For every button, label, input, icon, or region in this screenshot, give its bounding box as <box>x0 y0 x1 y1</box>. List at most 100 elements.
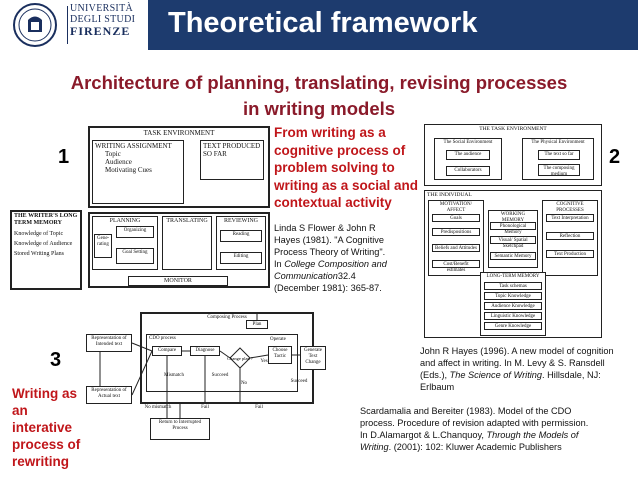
no-label: No <box>240 381 248 386</box>
reading-box: Reading <box>220 230 262 242</box>
physical-environment-box: The Physical Environment <box>522 138 594 180</box>
audience-knowledge-box: Audience Knowledge <box>484 302 542 310</box>
text-produced-label: TEXT PRODUCED SO FAR <box>203 142 261 158</box>
planning-label: PLANNING <box>109 218 141 224</box>
label-line: an <box>12 403 28 418</box>
citation-text: . (2001): 102: Kluwer Academic Publisher… <box>388 442 562 452</box>
citation-line: Writing. (2001): 102: Kluwer Academic Pu… <box>360 441 610 453</box>
citation-flower-hayes: Linda S Flower & John R Hayes (1981). "A… <box>274 222 394 294</box>
ltm-label: THE WRITER'S LONG TERM MEMORY <box>14 213 78 226</box>
rewriting-label: Writing as an interative process of rewr… <box>12 385 92 470</box>
change-plan-diamond <box>229 347 251 369</box>
task-environment-box: TASK ENVIRONMENT <box>88 126 270 208</box>
subtitle-line-2: in writing models <box>242 98 396 119</box>
individual-label: THE INDIVIDUAL <box>427 192 472 198</box>
organizing-box: Organizing <box>116 226 154 238</box>
linguistic-knowledge-box: Linguistic Knowledge <box>484 312 542 320</box>
quote-line: writing as a social and <box>274 177 419 193</box>
social-environment-box: The Social Environment <box>434 138 502 180</box>
citation-book: The Science of Writing <box>449 370 543 380</box>
reviewing-box: REVIEWING <box>216 216 266 270</box>
long-term-memory-box: THE WRITER'S LONG TERM MEMORY Knowledge … <box>10 210 82 290</box>
citation-line: Erlbaum <box>420 382 455 392</box>
university-line-3: FIRENZE <box>70 24 131 38</box>
individual-box: THE INDIVIDUAL <box>424 190 602 338</box>
slide-title: Theoretical framework <box>168 7 478 39</box>
reviewing-label: REVIEWING <box>224 218 258 224</box>
operate-label: Operate <box>268 336 296 344</box>
yes-label: Yes <box>260 359 268 364</box>
quote-line: problem solving to <box>274 160 395 175</box>
ltm-label: LONG-TERM MEMORY <box>486 274 540 279</box>
cognitive-label: COGNITIVE PROCESSES <box>556 202 584 213</box>
composing-medium-box: The composing medium <box>538 164 580 177</box>
goals-box: Goals <box>432 214 480 222</box>
ltm-item: Stored Writing Plans <box>14 251 64 257</box>
editing-box: Editing <box>220 252 262 264</box>
text-produced-box: TEXT PRODUCED SO FAR <box>200 140 264 180</box>
slide-subtitle: Architecture of planning, translating, r… <box>0 70 638 122</box>
citation-line: In College Composition and <box>274 258 394 270</box>
citation-text: In D.Alamargot & L.Chanquoy, <box>360 430 487 440</box>
compare-box: Compare <box>152 346 182 356</box>
phonological-memory-box: Phonological Memory <box>490 222 536 235</box>
no-mismatch-label: No mismatch <box>144 405 172 410</box>
intended-text-box: Representation of Intended text <box>86 334 132 352</box>
quote-line: cognitive process of <box>274 142 406 158</box>
university-name: UNIVERSITÀ DEGLI STUDI FIRENZE <box>70 3 142 38</box>
generating-box: Gene-rating <box>94 234 112 258</box>
assignment-item: Topic <box>105 150 121 158</box>
writing-processes-box <box>88 212 270 288</box>
citation-journal: College Composition and <box>284 259 387 269</box>
monitor-box: MONITOR <box>128 276 228 286</box>
actual-text-box: Representation of Actual text <box>86 386 132 404</box>
return-box: Return to Interrupted Process <box>150 418 210 440</box>
plan-box: Plan <box>246 320 268 329</box>
task-schemas-box: Task schemas <box>484 282 542 290</box>
composing-process-label: Composing Process <box>207 315 247 320</box>
semantic-memory-box: Semantic Memory <box>490 252 536 260</box>
title-bar <box>148 0 638 50</box>
quote-line: From writing as a <box>274 125 386 140</box>
citation-line: (December 1981): 365-87. <box>274 283 382 293</box>
writing-assignment-label: WRITING ASSIGNMENT <box>95 142 172 150</box>
citation-line: Scardamalia and Bereiter (1983). Model o… <box>360 406 572 416</box>
fail-label-2: Fail <box>255 405 263 410</box>
quote-line: contextual activity <box>274 195 392 210</box>
framework-quote: From writing as a cognitive process of p… <box>274 124 426 212</box>
citation-line: Process Theory of Writing". <box>274 247 386 257</box>
citation-line: Linda S Flower & John R <box>274 223 376 233</box>
assignment-item: Audience <box>105 158 132 166</box>
succeed-label-2: Succeed <box>290 379 308 384</box>
ltm-item: Knowledge of Audience <box>14 241 73 247</box>
composing-process-box: Composing Process <box>140 312 314 404</box>
generate-text-change-box: Generate Text Change <box>300 346 326 370</box>
fail-label: Fail <box>201 405 209 410</box>
diagnose-box: Diagnose <box>190 346 220 356</box>
university-line-2: DEGLI STUDI <box>70 13 136 25</box>
citation-hayes-1996: John R Hayes (1996). A new model of cogn… <box>420 345 632 393</box>
label-line: process of <box>12 437 81 452</box>
citation-book: Through the Models of <box>486 430 579 440</box>
writing-assignment-box: WRITING ASSIGNMENT Topic Audience Motiva… <box>92 140 184 204</box>
citation-text: . Hillsdale, NJ: <box>542 370 601 380</box>
task-environment-label: TASK ENVIRONMENT <box>143 129 215 137</box>
citation-line: and affect in writing. In M. Levy & S. R… <box>420 358 605 368</box>
citation-scardamalia-bereiter: Scardamalia and Bereiter (1983). Model o… <box>360 405 610 453</box>
citation-text: 32.4 <box>337 271 356 281</box>
label-line: interative <box>12 420 73 435</box>
citation-journal: Communication <box>274 271 338 281</box>
social-env-label: The Social Environment <box>443 140 493 145</box>
ltm-item: Knowledge of Topic <box>14 231 64 237</box>
goal-setting-box: Goal Setting <box>116 248 154 264</box>
cdo-process-box: CDO process <box>146 334 298 392</box>
change-plan-label: Change plan ? <box>227 356 253 361</box>
reflection-box: Reflection <box>546 232 594 240</box>
motivation-label: MOTIVATION/ AFFECT <box>439 202 473 213</box>
label-line: Writing as <box>12 386 78 401</box>
cdo-label: CDO process <box>149 336 176 341</box>
model-number-3: 3 <box>50 349 62 371</box>
physical-env-label: The Physical Environment <box>531 140 585 145</box>
motivation-box: MOTIVATION/ AFFECT <box>428 200 484 276</box>
audience-box: The audience <box>446 150 490 160</box>
